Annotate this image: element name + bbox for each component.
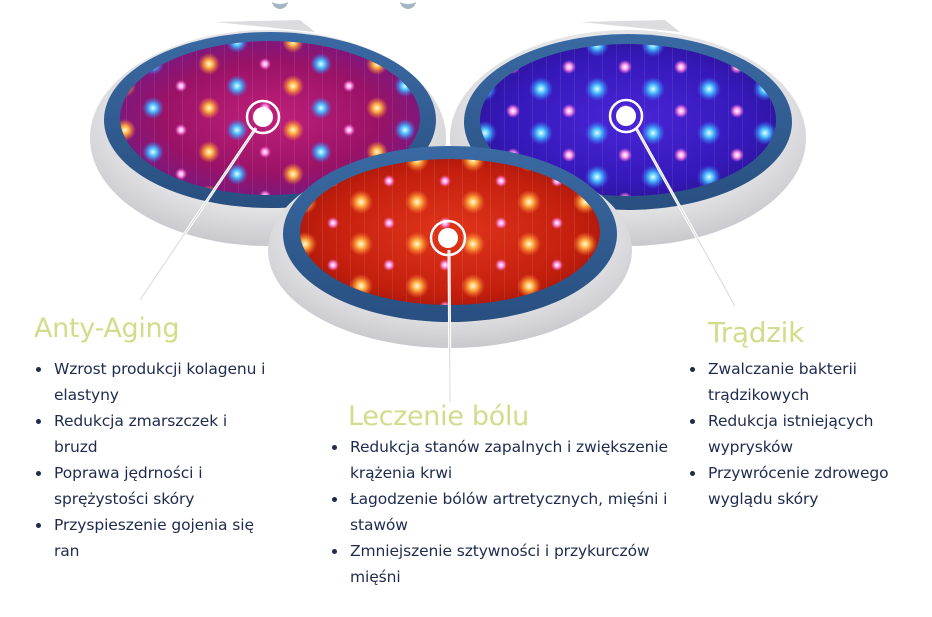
acne-heading: Trądzik xyxy=(708,316,805,349)
acne-list: Zwalczanie bakterii trądzikowych Redukcj… xyxy=(688,356,918,512)
list-item: Zmniejszenie sztywności i przykurczów mi… xyxy=(330,538,670,590)
pain-marker xyxy=(429,219,467,257)
anti-aging-section: Anty-Aging Wzrost produkcji kolagenu i e… xyxy=(34,312,274,564)
list-item: Redukcja zmarszczek i bruzd xyxy=(34,408,274,460)
anti-aging-list: Wzrost produkcji kolagenu i elastyny Red… xyxy=(34,356,274,564)
list-item: Łagodzenie bólów artretycznych, mięśni i… xyxy=(330,486,670,538)
pain-relief-heading: Leczenie bólu xyxy=(348,401,529,432)
anti-aging-marker xyxy=(245,99,281,135)
list-item: Redukcja istniejących wyprysków xyxy=(688,408,918,460)
list-item: Wzrost produkcji kolagenu i elastyny xyxy=(34,356,274,408)
list-item: Poprawa jędrności i sprężystości skóry xyxy=(34,460,274,512)
acne-marker xyxy=(608,98,644,134)
pain-relief-list: Redukcja stanów zapalnych i zwiększenie … xyxy=(330,434,670,590)
acne-section: Trądzik Zwalczanie bakterii trądzikowych… xyxy=(688,316,918,512)
list-item: Przyspieszenie gojenia się ran xyxy=(34,512,274,564)
list-item: Redukcja stanów zapalnych i zwiększenie … xyxy=(330,434,670,486)
list-item: Zwalczanie bakterii trądzikowych xyxy=(688,356,918,408)
cropped-title-remnant xyxy=(250,0,450,9)
anti-aging-heading: Anty-Aging xyxy=(34,313,180,344)
pain-relief-section: Leczenie bólu Redukcja stanów zapalnych … xyxy=(330,400,670,590)
list-item: Przywrócenie zdrowego wyglądu skóry xyxy=(688,460,918,512)
